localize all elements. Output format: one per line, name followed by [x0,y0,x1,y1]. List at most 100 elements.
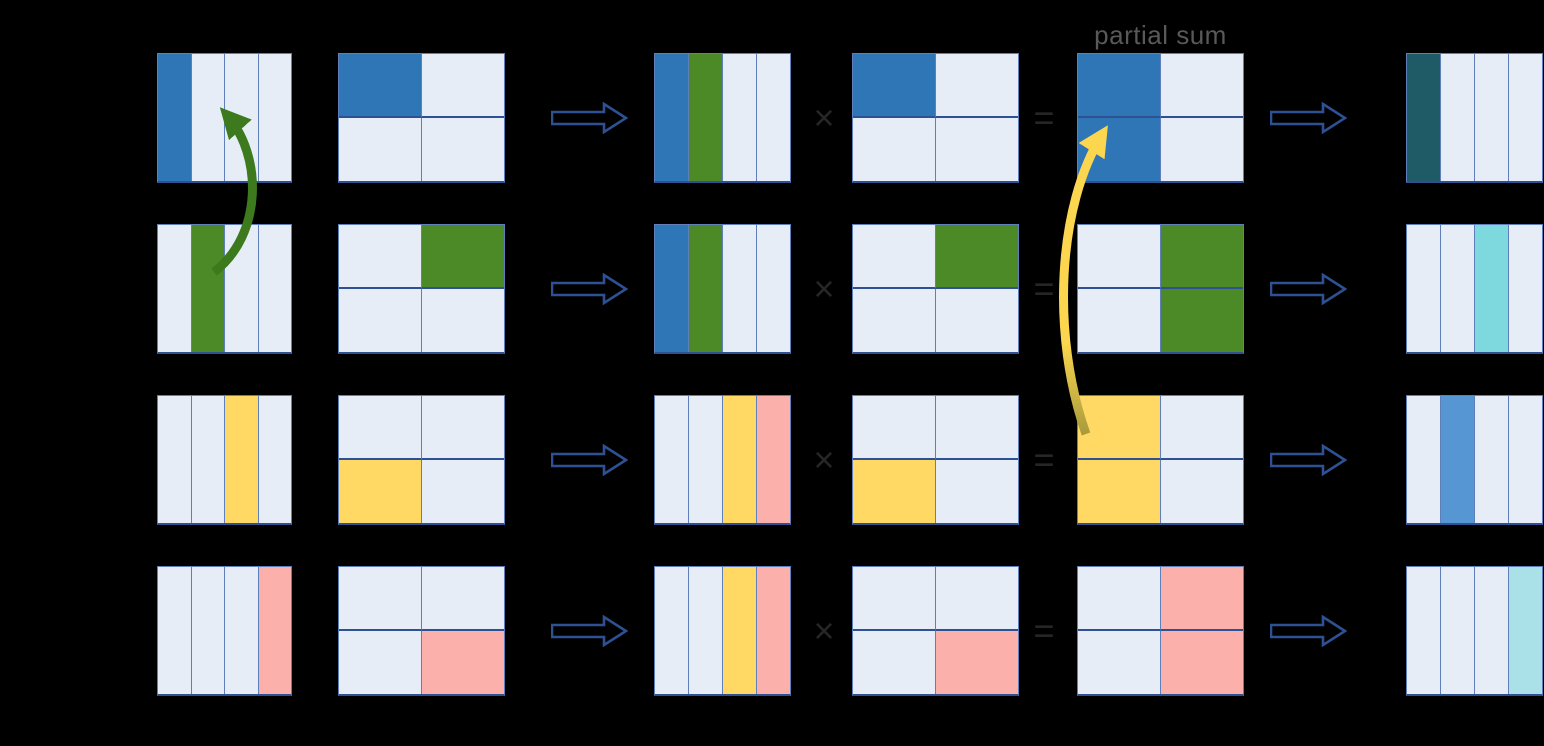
matrix-cell [723,567,757,694]
matrix-cell [258,567,291,694]
matrix-cell [421,567,504,631]
matrix-cell [1509,567,1542,694]
matrix-a-step-4 [157,566,292,696]
times-symbol: × [813,439,835,480]
matrix-cell [1160,459,1243,523]
equals-symbol: = [1033,610,1055,651]
matrix-cell [1160,567,1243,631]
matrix-a-slab-step-3 [654,395,791,525]
matrix-cell [1160,54,1243,118]
right-block-arrow-icon [1270,444,1347,476]
matrix-cell [935,225,1018,289]
equals-symbol: = [1033,439,1055,480]
matrix-cell [757,225,790,352]
matrix-cell [853,54,936,118]
matrix-a-step-3 [157,395,292,525]
matrix-cell [421,117,504,181]
matrix-b-step-1 [338,53,505,183]
matrix-cell [191,225,225,352]
matrix-cell [191,54,225,181]
matrix-b-block-step-3 [852,395,1019,525]
matrix-cell [757,54,790,181]
matrix-cell [1160,117,1243,181]
matrix-cell [655,396,689,523]
matrix-a-step-1 [157,53,292,183]
matrix-cell [1078,225,1161,289]
matrix-cell [853,117,936,181]
matrix-cell [1160,630,1243,694]
matrix-cell [421,396,504,460]
matrix-cell [853,225,936,289]
matrix-cell [1441,567,1475,694]
matrix-cell [1160,396,1243,460]
matrix-cell [339,396,422,460]
matrix-cell [158,225,192,352]
matrix-cell [339,630,422,694]
matrix-cell [1078,459,1161,523]
matrix-cell [1509,396,1542,523]
matrix-cell [853,288,936,352]
matrix-cell [158,54,192,181]
matrix-cell [258,396,291,523]
matrix-cell [723,396,757,523]
right-block-arrow-icon [1270,273,1347,305]
matrix-b-step-2 [338,224,505,354]
matrix-cell [1475,54,1509,181]
matrix-cell [1407,396,1441,523]
matrix-cell [1475,396,1509,523]
matrix-cell [1078,117,1161,181]
matrix-cell [1078,396,1161,460]
matrix-cell [853,396,936,460]
matrix-cell [935,630,1018,694]
matrix-cell [935,117,1018,181]
matrix-cell [1509,54,1542,181]
partial-sum-label: partial sum [1094,20,1227,50]
matrix-cell [258,54,291,181]
matrix-cell [421,288,504,352]
right-block-arrow-icon [1270,102,1347,134]
matrix-cell [1160,288,1243,352]
matrix-cell [191,396,225,523]
matrix-cell [723,54,757,181]
right-block-arrow-icon [551,102,628,134]
right-block-arrow-icon [1270,615,1347,647]
matrix-cell [655,567,689,694]
matrix-a-slab-step-4 [654,566,791,696]
matrix-partial-sum-step-2 [1077,224,1244,354]
matrix-cell [225,225,259,352]
matrix-b-step-3 [338,395,505,525]
matrix-cell [757,396,790,523]
matrix-cell [1078,567,1161,631]
times-symbol: × [813,97,835,138]
matrix-cell [1441,225,1475,352]
matrix-cell [258,225,291,352]
matrix-output-step-4 [1406,566,1543,696]
equals-symbol: = [1033,97,1055,138]
matrix-cell [1441,54,1475,181]
matrix-partial-sum-step-1 [1077,53,1244,183]
matrix-cell [421,54,504,118]
matrix-b-block-step-2 [852,224,1019,354]
matrix-partial-sum-step-4 [1077,566,1244,696]
matrix-cell [339,459,422,523]
matrix-cell [339,225,422,289]
matrix-cell [689,225,723,352]
matrix-cell [1509,225,1542,352]
matrix-cell [935,459,1018,523]
matrix-cell [1160,225,1243,289]
matrix-cell [339,567,422,631]
matrix-output-step-2 [1406,224,1543,354]
matrix-output-step-3 [1406,395,1543,525]
matrix-cell [1407,225,1441,352]
matrix-output-step-1 [1406,53,1543,183]
matrix-partial-sum-step-3 [1077,395,1244,525]
matrix-cell [158,396,192,523]
matrix-cell [757,567,790,694]
matrix-b-block-step-4 [852,566,1019,696]
matrix-cell [339,54,422,118]
matrix-cell [935,288,1018,352]
times-symbol: × [813,268,835,309]
matrix-cell [689,54,723,181]
matrix-cell [421,225,504,289]
matrix-cell [1475,225,1509,352]
